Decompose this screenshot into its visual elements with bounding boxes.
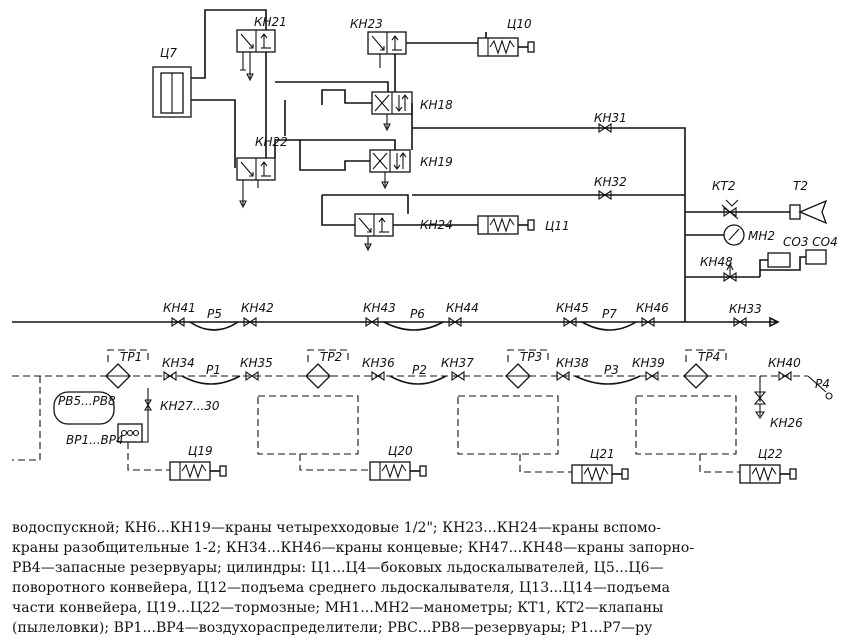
tap-label: КН42	[241, 301, 274, 315]
main-line: КН41 КН42 КН43 КН44 КН45 КН46 Р5 Р6 Р7	[12, 301, 780, 331]
valve-label: КН32	[594, 175, 627, 189]
caption-line: РВ4—запасные резервуары; цилиндры: Ц1...…	[12, 560, 664, 576]
figure-caption: водоспускной; КН6...КН19—краны четыреххо…	[12, 518, 840, 638]
tap-kn33-label: КН33	[729, 302, 762, 316]
pneumatic-diagram: Ц7 КН21 КН22 КН23 Ц10 КН18	[12, 9, 838, 484]
caption-line: водоспускной; КН6...КН19—краны четыреххо…	[12, 520, 662, 536]
valve-label: КН21	[254, 15, 287, 29]
tap-group-label: КН27...30	[160, 399, 220, 413]
reservoir-group-1: РВ5...РВ8 ВР1...ВР4 КН27...30	[12, 376, 220, 471]
tap-label: КН43	[363, 301, 396, 315]
filter-label: ТР3	[520, 350, 542, 364]
cylinder-c7: Ц7	[152, 46, 192, 118]
tap-label: КН37	[441, 356, 474, 370]
tap-kn32: КН32	[594, 175, 627, 200]
caption-line: части конвейера, Ц19...Ц22—тормозные; МН…	[12, 600, 664, 616]
valve-kt2-label: КТ2	[712, 179, 735, 193]
valve-label: КН22	[255, 135, 288, 149]
valve-label: КН31	[594, 111, 627, 125]
horn-label: Т2	[793, 179, 808, 193]
cylinder-label: Ц19	[188, 444, 213, 458]
hose-label: Р3	[604, 363, 619, 377]
tap-label: КН38	[556, 356, 589, 370]
cylinder-label: Ц10	[507, 17, 532, 31]
tap-label: КН39	[632, 356, 665, 370]
tap-label: КН45	[556, 301, 589, 315]
reservoir-label: РВ5...РВ8	[58, 394, 116, 408]
valve-label: КН19	[420, 155, 453, 169]
top-valve-block: Ц7 КН21 КН22 КН23 Ц10 КН18	[152, 9, 686, 322]
filter-label: ТР1	[120, 350, 142, 364]
filter-label: ТР4	[698, 350, 720, 364]
gauge-mn2: МН2	[723, 224, 775, 246]
horn-t2: Т2	[789, 179, 828, 225]
hose-label: Р5	[207, 307, 222, 321]
caption-line: краны разобщительные 1-2; КН34...КН46—кр…	[12, 540, 695, 556]
cylinder-label: Ц20	[388, 444, 413, 458]
distributor-label: ВР1...ВР4	[66, 433, 124, 447]
hose-label: Р4	[815, 377, 830, 391]
cylinder-label: Ц21	[590, 447, 615, 461]
tap-label: КН26	[770, 416, 803, 430]
cylinder-c11: Ц11	[477, 215, 570, 235]
cylinder-c10: Ц10	[477, 17, 535, 57]
outputs-label: СО3 СО4	[783, 235, 838, 249]
right-equipment-group: КТ2 Т2 МН2 СО3 СО4 КН48 КН33	[685, 179, 838, 327]
hose-label: Р2	[412, 363, 427, 377]
caption-line: (пылеловки); ВР1...ВР4—воздухораспредели…	[12, 620, 653, 636]
tap-label: КН41	[163, 301, 196, 315]
tap-kn48-label: КН48	[700, 255, 733, 269]
hose-label: Р6	[410, 307, 425, 321]
cylinder-c19: Ц19	[169, 444, 227, 481]
cylinder-c21: Ц21	[571, 447, 629, 484]
caption-line: поворотного конвейера, Ц12—подъема средн…	[12, 580, 671, 596]
tap-label: КН35	[240, 356, 273, 370]
tap-label: КН46	[636, 301, 669, 315]
cylinder-label: Ц7	[160, 46, 177, 60]
tap-label: КН40	[768, 356, 801, 370]
hose-label: Р7	[602, 307, 617, 321]
cylinder-label: Ц11	[545, 219, 570, 233]
filter-label: ТР2	[320, 350, 342, 364]
valve-label: КН23	[350, 17, 383, 31]
tap-kn26: КН26	[753, 376, 803, 430]
tap-kn31: КН31	[594, 111, 627, 133]
valve-label: КН18	[420, 98, 453, 112]
cylinder-c22: Ц22	[739, 447, 797, 484]
gauge-label: МН2	[748, 229, 775, 243]
tap-label: КН36	[362, 356, 395, 370]
cylinder-c20: Ц20	[369, 444, 427, 481]
hose-label: Р1	[206, 363, 221, 377]
tap-label: КН44	[446, 301, 479, 315]
brake-line: КН34 КН35 КН36 КН37 КН38 КН39 КН40 Р1 Р2…	[12, 349, 833, 484]
cylinder-label: Ц22	[758, 447, 783, 461]
tap-label: КН34	[162, 356, 195, 370]
